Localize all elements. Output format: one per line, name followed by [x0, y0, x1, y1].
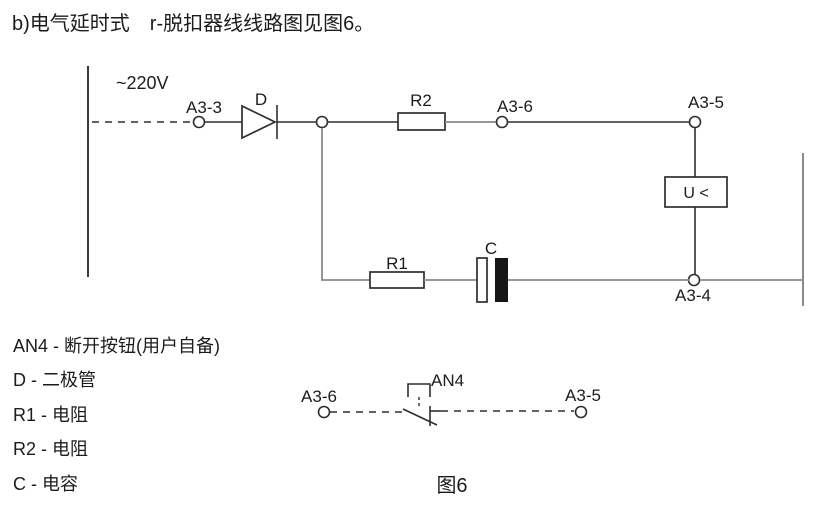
- undervoltage-relay-box: [664, 176, 728, 208]
- button-terminal-a3-5: [574, 405, 588, 419]
- undervoltage-relay-label: U <: [683, 185, 708, 202]
- capacitor-label: C: [485, 239, 497, 258]
- legend-item-c: C - 电容: [13, 473, 78, 494]
- button-terminal-a3-6-label: A3-6: [301, 387, 337, 406]
- legend: AN4 - 断开按钮(用户自备) D - 二极管 R1 - 电阻 R2 - 电阻…: [13, 329, 220, 501]
- resistor-r2-symbol: [397, 112, 446, 131]
- resistor-r2-label: R2: [410, 91, 432, 110]
- button-circuit: A3-6 AN4 A3-5: [301, 371, 601, 426]
- capacitor-plate-right: [495, 258, 508, 302]
- branch-wire: [321, 128, 370, 281]
- legend-item-d: D - 二极管: [13, 370, 96, 391]
- button-terminal-a3-6: [317, 405, 331, 419]
- resistor-r1-symbol: [369, 271, 425, 289]
- legend-item-r1: R1 - 电阻: [13, 404, 89, 425]
- terminal-a3-5-label: A3-5: [688, 93, 724, 112]
- figure-caption: 图6: [436, 475, 467, 497]
- diode-symbol: [241, 104, 277, 140]
- terminal-a3-5: [688, 115, 702, 129]
- terminal-a3-6: [495, 115, 509, 129]
- junction-node: [315, 115, 329, 129]
- capacitor-plate-left: [476, 257, 488, 303]
- voltage-label: ~220V: [116, 73, 169, 93]
- terminal-a3-3-label: A3-3: [186, 98, 222, 117]
- terminal-a3-4: [687, 273, 701, 287]
- pushbutton-moving-contact: [402, 408, 438, 426]
- page-title: b)电气延时式 r-脱扣器线线路图见图6。: [12, 13, 375, 35]
- button-an4-label: AN4: [431, 371, 464, 390]
- terminal-a3-3: [192, 115, 206, 129]
- diode-label: D: [255, 90, 267, 109]
- main-circuit: ~220V A3-3 D R2 A3-6 A3-5: [87, 66, 804, 306]
- legend-item-r2: R2 - 电阻: [13, 439, 89, 460]
- terminal-a3-4-label: A3-4: [675, 286, 711, 305]
- pushbutton-actuator: [407, 383, 431, 397]
- legend-item-an4: AN4 - 断开按钮(用户自备): [13, 336, 220, 356]
- terminal-a3-6-label: A3-6: [497, 97, 533, 116]
- resistor-r1-label: R1: [386, 254, 408, 273]
- button-terminal-a3-5-label: A3-5: [565, 386, 601, 405]
